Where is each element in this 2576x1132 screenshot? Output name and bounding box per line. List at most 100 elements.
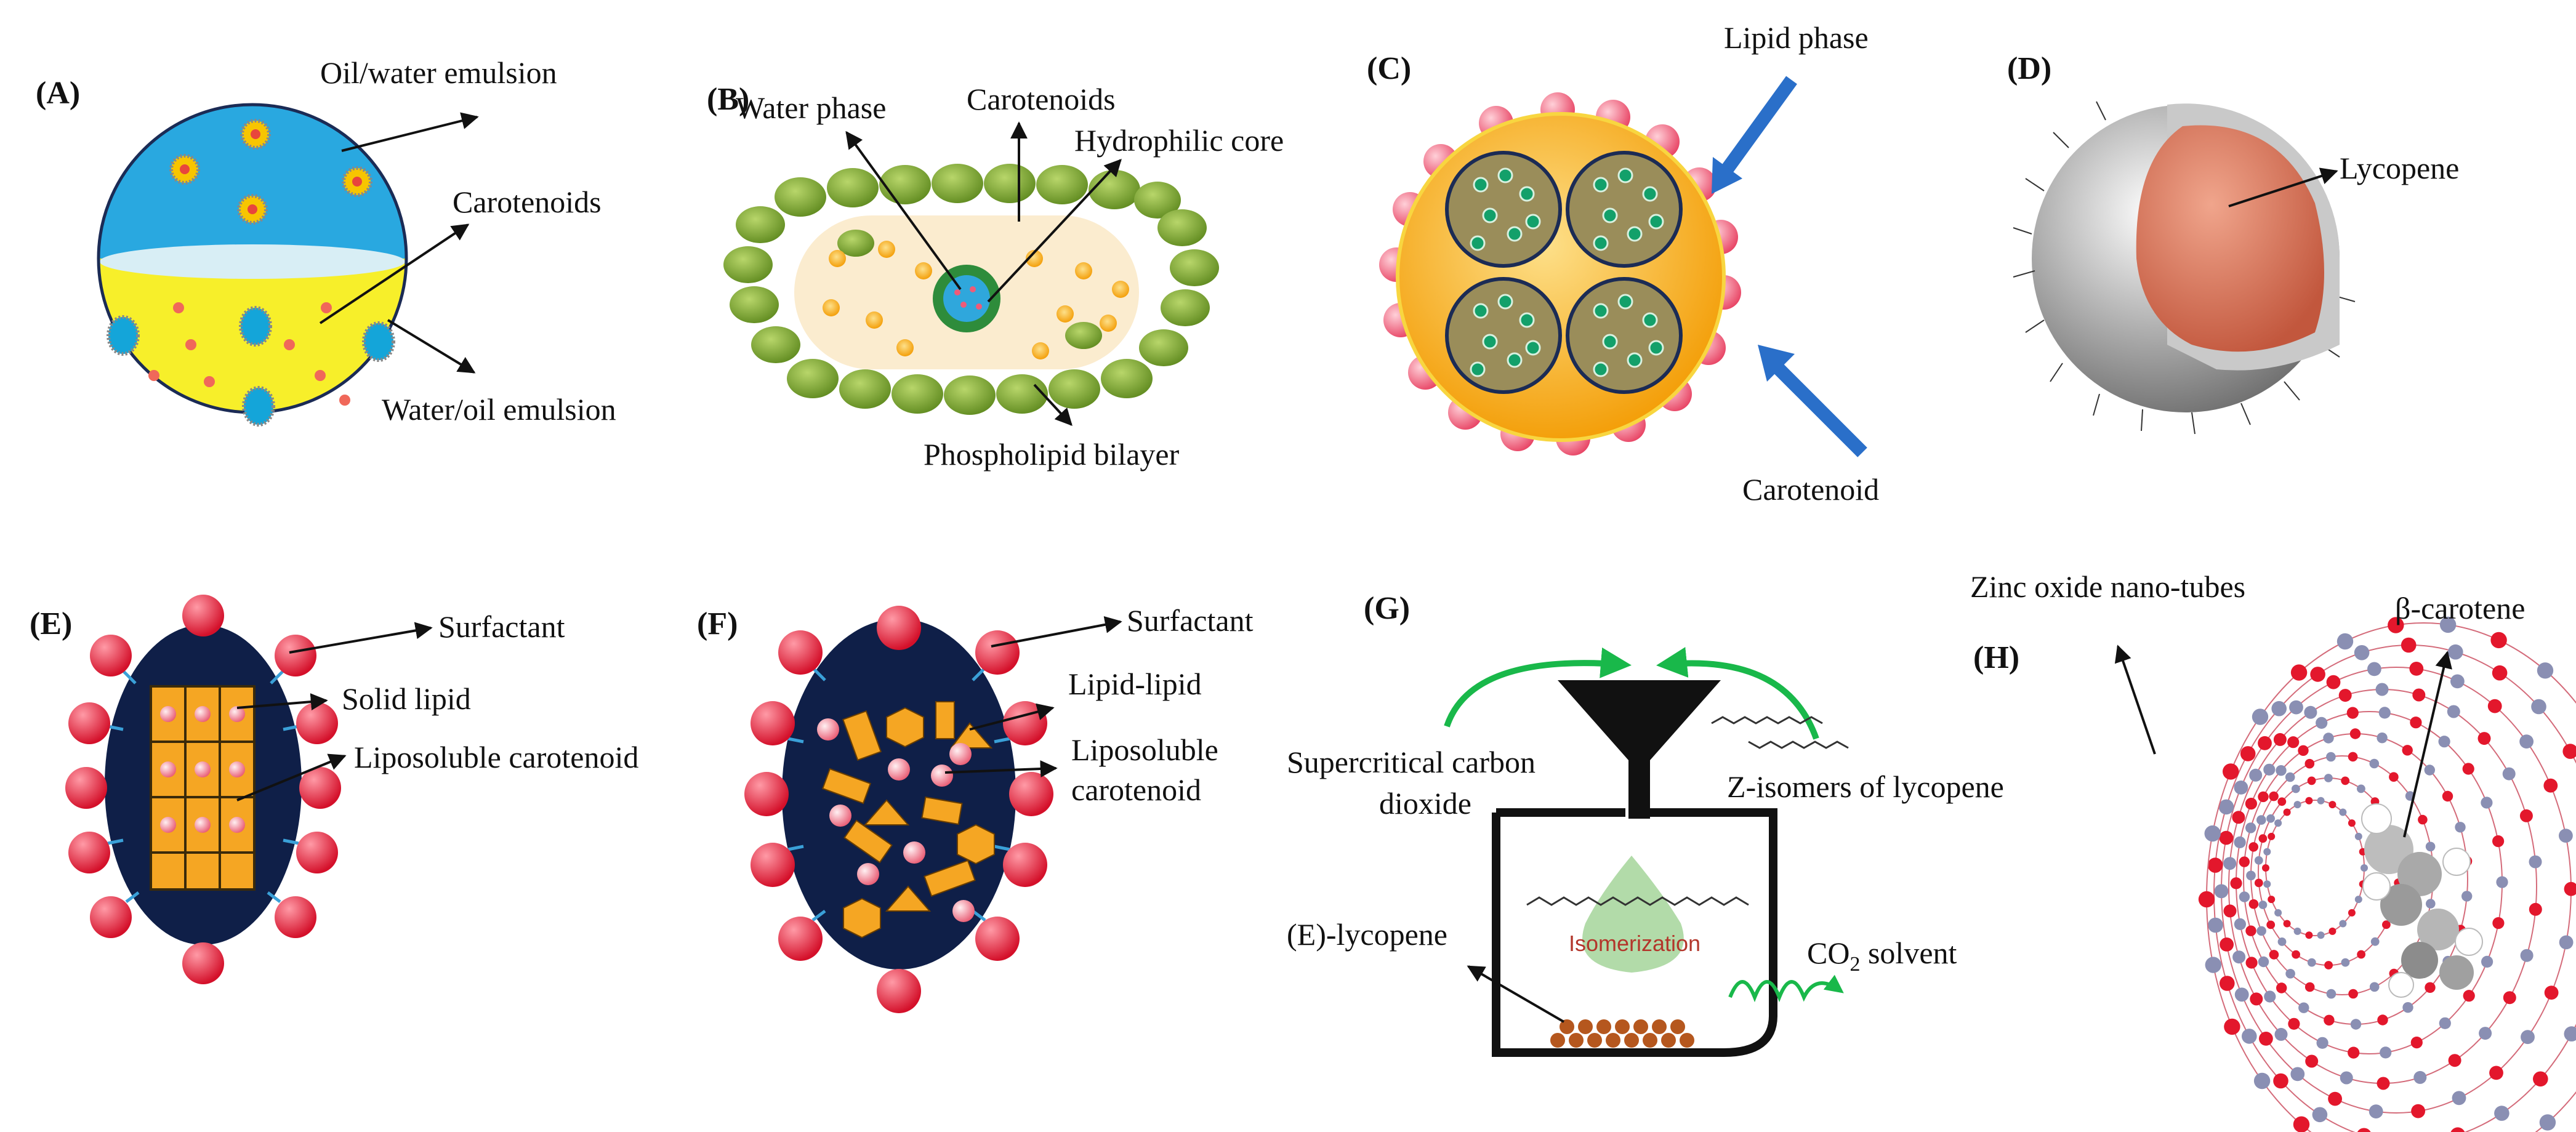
lattice-atom xyxy=(2223,904,2237,918)
lattice-atom xyxy=(2285,772,2295,782)
lattice-atom xyxy=(2223,857,2237,870)
lattice-atom xyxy=(2489,1066,2503,1080)
co2-sub: 2 xyxy=(1849,953,1860,976)
lattice-atom xyxy=(2562,744,2576,759)
lattice-atom xyxy=(2234,836,2246,848)
lattice-atom xyxy=(2271,700,2287,717)
lattice-atom xyxy=(2412,688,2426,702)
lattice-atom xyxy=(2402,1002,2413,1013)
lipid-crystals xyxy=(822,701,995,939)
lattice-atom xyxy=(2316,717,2328,729)
core-dots xyxy=(954,286,982,310)
lattice-atom xyxy=(2452,1091,2466,1106)
lattice-atom xyxy=(2298,745,2309,757)
lattice-atom xyxy=(2307,958,2316,967)
lattice-atom xyxy=(2447,705,2460,718)
arrow-surfactant-e xyxy=(289,622,433,654)
lattice-atom xyxy=(2324,961,2333,969)
arrow-solid-lipid xyxy=(236,693,328,711)
lattice-atom xyxy=(2205,957,2221,973)
lattice-atom xyxy=(2492,835,2505,848)
lattice-atom xyxy=(2337,633,2354,650)
lattice-atom xyxy=(2346,707,2359,719)
lattice-atom xyxy=(2354,832,2362,840)
lattice-atom xyxy=(2380,1046,2392,1059)
beta-carotene-molecule xyxy=(2361,803,2483,998)
label-supercritical-2: dioxide xyxy=(1379,786,1471,821)
lattice-atom xyxy=(2207,857,2223,873)
arrow-liposoluble-f xyxy=(944,760,1058,777)
lattice-atom xyxy=(2410,717,2422,729)
lattice-atom xyxy=(2370,937,2380,946)
lattice-atom xyxy=(2494,1106,2510,1121)
lattice-atom xyxy=(2232,950,2246,964)
label-liposoluble-f-2: carotenoid xyxy=(1071,773,1201,807)
lattice-atom xyxy=(2220,937,2234,952)
isomerization-drop xyxy=(1582,856,1684,973)
lattice-atom xyxy=(2349,728,2361,739)
lattice-atom xyxy=(2224,1018,2240,1035)
lattice-atom xyxy=(2462,763,2474,775)
lattice-atom xyxy=(2559,829,2573,843)
label-liposoluble-f-1: Liposoluble xyxy=(1071,733,1218,767)
lattice-atom xyxy=(2276,982,2287,994)
panel-a: (A) Oil/water emulsion Carotenoids Water… xyxy=(36,55,616,427)
lattice-atom xyxy=(2361,864,2368,872)
lattice-atom xyxy=(2377,1014,2388,1026)
lattice-atom xyxy=(2357,784,2365,793)
lattice-atom xyxy=(2283,920,2291,928)
lattice-atom xyxy=(2230,877,2242,889)
co2-rest: solvent xyxy=(1860,936,1957,970)
panel-e-letter: (E) xyxy=(30,606,72,641)
lattice-atom xyxy=(2274,909,2282,917)
lattice-atom xyxy=(2274,819,2282,827)
carotenoid-beads xyxy=(823,241,1129,359)
lattice-atom xyxy=(2492,917,2505,929)
lattice-atom xyxy=(2234,781,2248,795)
panel-b: (B) Water phase Carotenoids xyxy=(707,82,1284,472)
lattice-atom xyxy=(2341,958,2350,967)
lattice-atom xyxy=(2258,736,2272,750)
panel-e: (E) Surfactant Solid lipid Lip xyxy=(30,595,638,984)
lattice-atom xyxy=(2564,1026,2576,1042)
lattice-atom xyxy=(2307,776,2316,785)
carotenoid-dots-e xyxy=(160,706,245,833)
label-carotenoids-a: Carotenoids xyxy=(453,185,602,219)
lattice-atom xyxy=(2442,790,2453,802)
label-water-oil: Water/oil emulsion xyxy=(382,392,616,427)
lattice-atom xyxy=(2326,675,2341,689)
arrow-bilayer xyxy=(1033,383,1073,427)
label-carotenoid-c: Carotenoid xyxy=(1742,472,1879,507)
lattice-atom xyxy=(2411,1104,2426,1118)
lattice-atom xyxy=(2357,950,2366,959)
lattice-atom xyxy=(2519,734,2534,749)
lattice-atom xyxy=(2520,949,2534,962)
lattice-atom xyxy=(2245,957,2258,969)
lattice-atom xyxy=(2304,758,2315,769)
lattice-atom xyxy=(2290,664,2308,681)
lattice-atom xyxy=(2204,825,2221,842)
lattice-atom xyxy=(2339,920,2347,928)
carotenoid-molecules xyxy=(1470,167,1664,377)
lattice-atom xyxy=(2246,870,2256,881)
co2-main: CO xyxy=(1807,936,1849,970)
lattice-atom xyxy=(2219,830,2234,845)
lattice-atom xyxy=(2258,901,2268,909)
lattice-atom xyxy=(2268,832,2276,840)
lycopene-particles xyxy=(1550,1019,1694,1048)
interface-band xyxy=(100,244,405,279)
lattice-atom xyxy=(2348,1046,2360,1059)
lattice-atom xyxy=(2220,976,2235,991)
lattice-atom xyxy=(2317,797,2325,805)
lattice-atom xyxy=(2409,662,2424,676)
label-z-isomers: Z-isomers of lycopene xyxy=(1727,769,2004,804)
panel-h: (H) Zinc oxide nano-tubes β-carotene xyxy=(1970,569,2576,1132)
lattice-atom xyxy=(2277,797,2287,806)
lattice-atom xyxy=(2305,931,2313,939)
arrow-beta xyxy=(2403,651,2452,838)
lattice-atom xyxy=(2531,699,2546,715)
lattice-atom xyxy=(2487,699,2502,713)
lattice-atom xyxy=(2312,1107,2328,1123)
lattice-atom xyxy=(2455,822,2466,833)
lattice-atom xyxy=(2461,891,2473,902)
